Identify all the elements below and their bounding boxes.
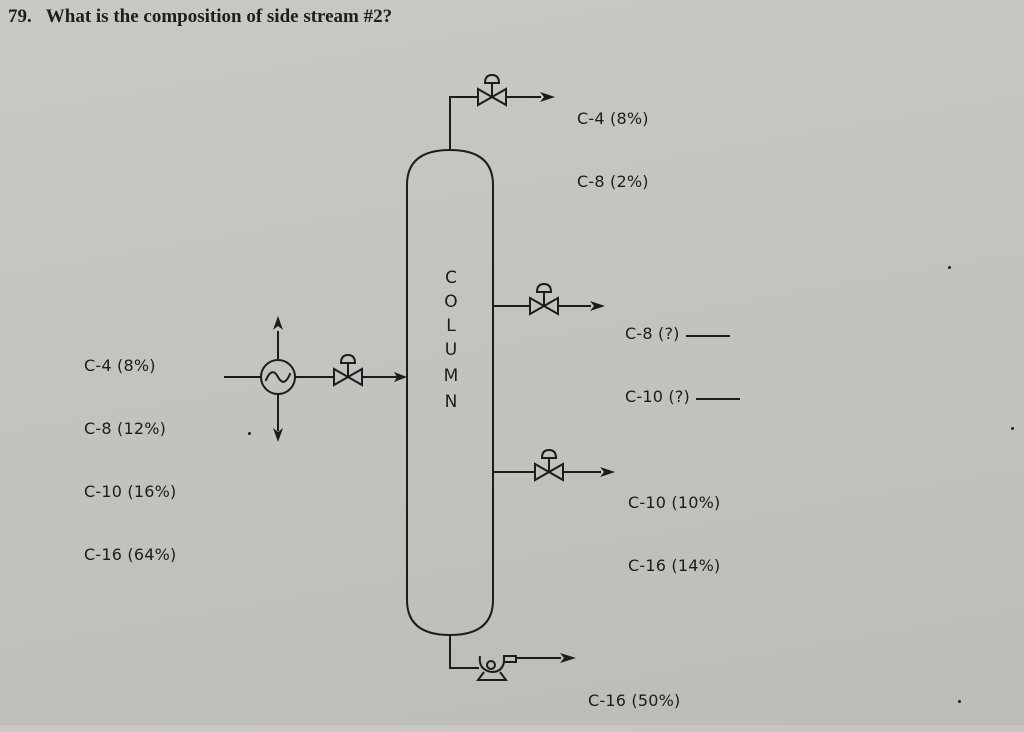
column-label-letter: C — [445, 268, 457, 288]
question-number: 79. — [8, 6, 32, 27]
side-stream-2-composition: C-8 (?) C-10 (?) — [625, 281, 740, 428]
column-label-letter: O — [444, 292, 458, 312]
feed-valve-icon — [333, 353, 363, 387]
bottoms-line: C-16 (50%) — [588, 691, 681, 710]
feed-composition: C-4 (8%) C-8 (12%) C-10 (16%) C-16 (64%) — [84, 313, 176, 586]
side-stream-3-line: C-10 (10%) — [628, 493, 721, 512]
overhead-line: C-8 (2%) — [577, 172, 649, 191]
side-stream-2-line: C-8 (?) — [625, 324, 680, 343]
feed-line: C-10 (16%) — [84, 482, 177, 501]
feed-line: C-8 (12%) — [84, 419, 167, 438]
feed-line: C-4 (8%) — [84, 356, 156, 375]
question-text: 79. What is the composition of side strea… — [8, 6, 392, 28]
overhead-pipe — [449, 96, 479, 151]
bottoms-composition: C-16 (50%) — [588, 648, 680, 732]
column-label-letter: L — [446, 316, 456, 336]
feed-arrow-icon — [394, 372, 407, 382]
answer-blank[interactable] — [695, 398, 740, 400]
exchanger-down-arrow-icon — [273, 428, 283, 442]
column-label-letter: U — [444, 340, 458, 360]
column-label-letter: N — [444, 392, 458, 412]
bottoms-pipe — [449, 634, 479, 669]
side-stream-3-arrow-icon — [600, 467, 615, 477]
answer-blank[interactable] — [685, 335, 730, 337]
exchanger-up-arrow-icon — [273, 316, 283, 330]
side-stream-3-line: C-16 (14%) — [628, 556, 721, 575]
overhead-valve-icon — [477, 73, 507, 107]
overhead-arrow-icon — [540, 92, 555, 102]
side-stream-3-valve-icon — [534, 448, 564, 482]
paper-speck — [958, 700, 961, 703]
paper-speck — [1011, 427, 1014, 430]
feed-line: C-16 (64%) — [84, 545, 177, 564]
side-stream-2-arrow-icon — [590, 301, 605, 311]
column-label-letter: M — [443, 366, 459, 386]
paper-speck — [248, 432, 251, 435]
bottoms-arrow-icon — [560, 653, 576, 663]
side-stream-2-valve-icon — [529, 282, 559, 316]
bottoms-pump-icon — [476, 655, 517, 681]
overhead-line: C-4 (8%) — [577, 109, 649, 128]
distillation-column — [406, 148, 494, 637]
side-stream-3-composition: C-10 (10%) C-16 (14%) — [628, 450, 720, 597]
paper-speck — [948, 266, 951, 269]
question-body: What is the composition of side stream #… — [45, 6, 393, 27]
side-stream-2-line: C-10 (?) — [625, 387, 690, 406]
overhead-composition: C-4 (8%) C-8 (2%) — [577, 66, 649, 213]
